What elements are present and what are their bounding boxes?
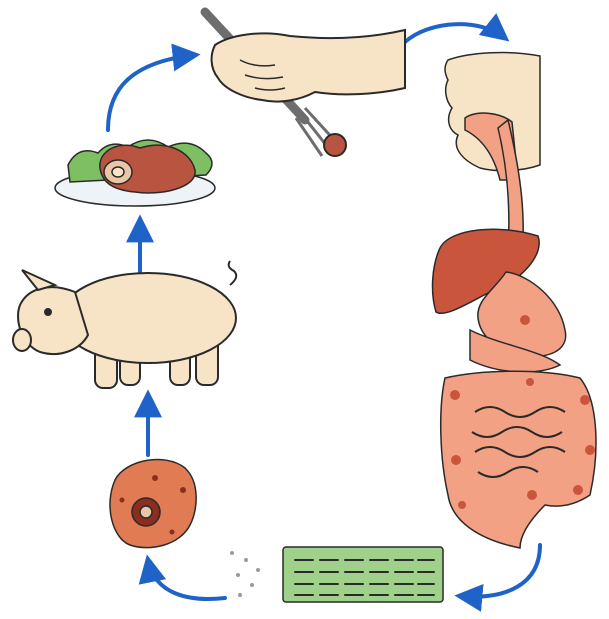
hand-fork-icon — [205, 12, 405, 156]
tapeworm-segments-icon — [230, 547, 443, 602]
scattered-eggs — [230, 551, 260, 597]
egg-cell-icon — [110, 459, 196, 547]
pig-ear — [22, 270, 55, 290]
arrow-meat-to-eating — [108, 55, 195, 130]
hand — [212, 30, 405, 102]
arrow-digestion-to-segments — [460, 545, 540, 597]
digestive-system-icon — [433, 53, 596, 548]
food-on-fork — [324, 134, 346, 156]
segments-card — [283, 547, 443, 602]
arrow-segments-to-egg — [148, 560, 225, 599]
meat-plate-icon — [55, 140, 215, 206]
pig-body — [60, 273, 236, 363]
arrow-eating-to-digestion — [405, 24, 505, 42]
pig-icon — [13, 261, 236, 388]
large-intestine — [441, 371, 596, 548]
pig-snout — [13, 329, 31, 351]
pig-tail — [229, 261, 237, 285]
pig-eye — [45, 309, 51, 315]
